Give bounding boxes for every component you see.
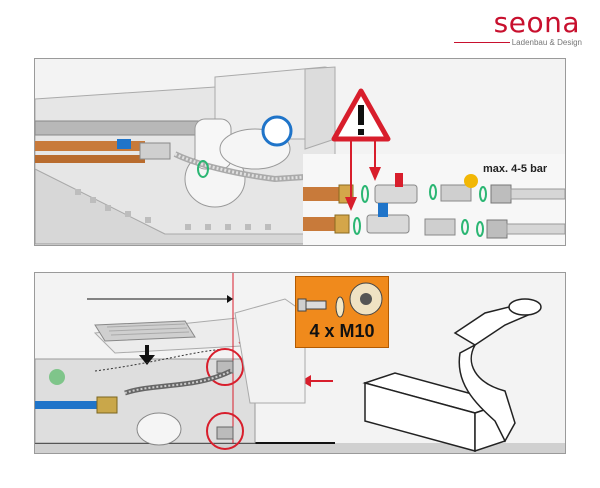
brand-underline xyxy=(454,42,510,43)
plumbing-illustration xyxy=(35,66,565,245)
mounting-illustration xyxy=(35,273,565,453)
pressure-note: max. 4-5 bar xyxy=(483,163,548,175)
warning-triangle-icon xyxy=(331,88,391,142)
bolt-and-washer-icon xyxy=(297,282,383,318)
brand-logo: seona Ladenbau & Design xyxy=(440,6,590,47)
green-marker-dot xyxy=(49,369,65,385)
installation-panel-bottom: 4 x M10 xyxy=(34,272,566,454)
bolt-badge: 4 x M10 xyxy=(295,276,389,348)
bolt-label: 4 x M10 xyxy=(309,321,375,341)
brand-name: seona xyxy=(493,6,580,39)
pressure-indicator-dot xyxy=(464,174,478,188)
installation-panel-top: max. 4-5 bar xyxy=(34,58,566,246)
brand-tagline: Ladenbau & Design xyxy=(511,38,582,47)
